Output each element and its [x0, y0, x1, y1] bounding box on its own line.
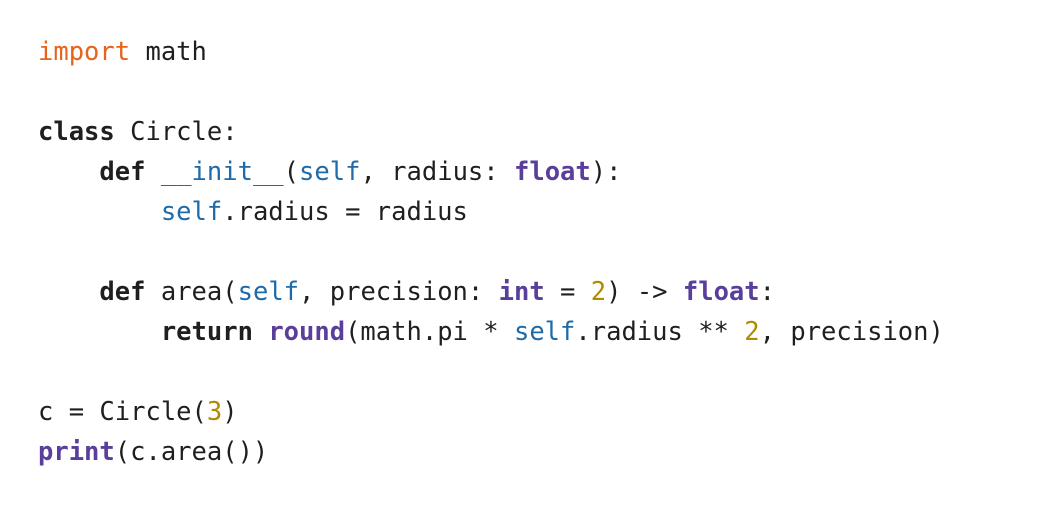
code-token: return [160, 317, 253, 347]
code-token: self [160, 197, 223, 227]
code-token: 2 [744, 317, 760, 347]
code-token: import [38, 37, 131, 67]
code-line [38, 72, 1054, 112]
code-token [145, 157, 160, 187]
code-token: .radius ** [575, 317, 745, 347]
code-line: return round(math.pi * self.radius ** 2,… [38, 312, 1054, 352]
code-token [253, 317, 268, 347]
code-token: ): [590, 157, 622, 187]
code-token: print [38, 437, 115, 467]
code-token: area( [145, 277, 238, 307]
code-token: = [544, 277, 591, 307]
code-token: 2 [590, 277, 607, 307]
code-token: , precision) [759, 317, 944, 347]
code-token: , radius: [360, 157, 514, 187]
code-line: self.radius = radius [38, 192, 1054, 232]
code-token: int [498, 277, 545, 307]
code-token: ) [222, 397, 238, 427]
code-token [38, 277, 99, 307]
code-token: (math.pi * [345, 317, 514, 347]
code-token: ( [283, 157, 300, 187]
code-token: __init__ [160, 157, 284, 187]
code-token [38, 157, 99, 187]
code-line: print(c.area()) [38, 432, 1054, 472]
code-line: def area(self, precision: int = 2) -> fl… [38, 272, 1054, 312]
code-token: self [237, 277, 300, 307]
code-token: (c.area()) [114, 437, 269, 467]
code-token: : [759, 277, 775, 307]
code-line [38, 232, 1054, 272]
code-line: class Circle: [38, 112, 1054, 152]
code-line [38, 352, 1054, 392]
code-token: def [99, 277, 146, 307]
code-line: c = Circle(3) [38, 392, 1054, 432]
code-token: float [513, 157, 591, 187]
code-token: float [682, 277, 760, 307]
code-token: ) -> [606, 277, 683, 307]
code-token: self [513, 317, 576, 347]
code-token [38, 317, 161, 347]
code-token: c = Circle( [38, 397, 207, 427]
code-token: def [99, 157, 146, 187]
code-token: round [268, 317, 346, 347]
code-token: self [299, 157, 361, 187]
code-token: Circle: [114, 117, 238, 147]
code-token [38, 197, 161, 227]
code-token: class [38, 117, 115, 147]
code-lines: import math class Circle: def __init__(s… [38, 32, 1054, 472]
code-token: math [130, 37, 207, 67]
code-line: import math [38, 32, 1054, 72]
code-token: 3 [206, 397, 223, 427]
code-token: .radius = radius [222, 197, 468, 227]
code-token: , precision: [299, 277, 499, 307]
code-line: def __init__(self, radius: float): [38, 152, 1054, 192]
